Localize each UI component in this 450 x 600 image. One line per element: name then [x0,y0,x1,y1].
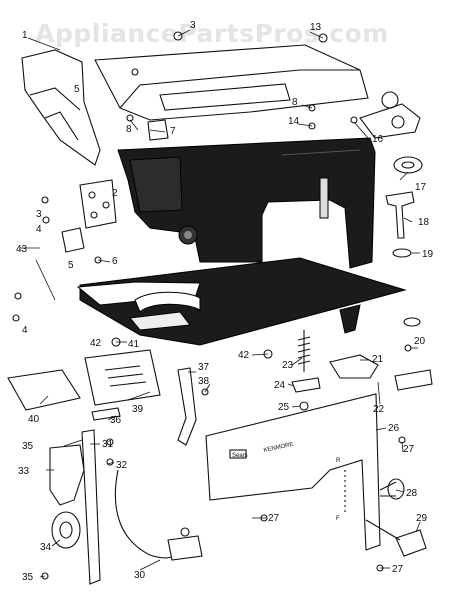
callout: 19 [422,249,434,260]
callout: 30 [134,570,146,581]
feed-dog [91,407,121,421]
knob-assembly [394,317,433,391]
callout: 26 [388,423,400,434]
needle-bar-assembly [81,429,101,585]
callout: 6 [112,256,118,267]
hand-wheel-clutch [393,156,423,174]
callout: 14 [288,116,300,127]
slide-plate [7,369,81,411]
callout: 38 [198,376,210,387]
leader-lines [20,29,421,578]
callout: 29 [416,513,428,524]
side-cover [21,49,101,166]
callout: 39 [132,404,144,415]
callout: 18 [418,217,430,228]
callout: 16 [372,134,384,145]
bobbin-case [49,444,85,549]
callout: 27 [392,564,404,575]
callout: 40 [28,414,40,425]
tension-spring [297,330,311,372]
callout: 28 [406,488,418,499]
callout: 3 [36,209,42,220]
plate-f-mark: F [336,516,340,522]
nut [299,401,309,411]
callout: 20 [414,336,426,347]
spool-pin [385,191,415,239]
plate-brand: Sears [232,453,248,459]
callout: 5 [68,260,74,271]
latch [329,354,379,379]
callout: 25 [278,402,290,413]
felt-washer [392,248,412,258]
callout: 1 [22,30,28,41]
callout: 4 [22,325,28,336]
callout: 37 [198,362,210,373]
stitch-lever [365,519,427,557]
stitch-knob [379,478,405,500]
thread-guide [147,119,169,141]
machine-base [76,257,407,346]
callout: 2 [112,188,118,199]
throat-plate [84,349,161,406]
kenmore-front-plate: Sears KENMORE R F [205,393,381,551]
watermark: AppliancePartsPros.com [35,19,389,48]
callout: 3 [190,20,196,31]
callout: 24 [274,380,286,391]
callout: 27 [268,513,280,524]
presser-bar-lever [177,367,197,446]
callout: 22 [373,404,385,415]
callout: 31 [102,439,114,450]
callout: 35 [22,572,34,583]
callout: 23 [282,360,294,371]
callout: 42 [238,350,250,361]
plate-r-mark: R [336,458,341,464]
callout: 4 [36,224,42,235]
callout: 13 [310,22,322,33]
hinge-plate [79,179,117,229]
callout: 27 [403,444,415,455]
callout: 8 [292,97,298,108]
bobbin-winder [359,91,421,139]
callout: 41 [128,339,140,350]
callout: 21 [372,354,384,365]
callout: 34 [40,542,52,553]
wire-and-switch [114,469,203,561]
callout-labels: 3 13 1 5 7 8 8 14 16 17 18 19 2 3 4 5 6 … [16,20,434,583]
callout: 17 [415,182,427,193]
callout: 36 [110,415,122,426]
bracket [61,227,85,253]
callout: 32 [116,460,128,471]
callout: 43 [16,244,28,255]
callout: 33 [18,466,30,477]
callout: 35 [22,441,34,452]
machine-head [117,137,376,269]
screws [12,31,412,580]
tension-bracket [291,377,321,393]
callout: 42 [90,338,102,349]
top-cover [94,44,369,121]
callout: 5 [74,84,80,95]
callout: 7 [170,126,176,137]
callout: 8 [126,124,132,135]
